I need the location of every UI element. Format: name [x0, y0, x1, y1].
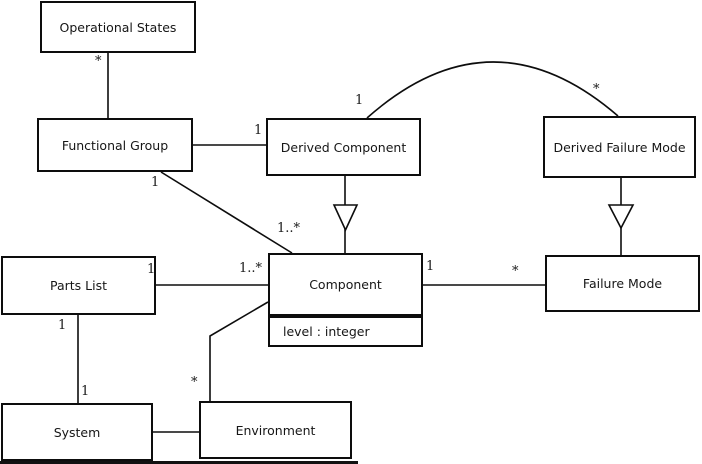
class-name-label: System	[53, 424, 101, 440]
class-name-label: Functional Group	[61, 137, 169, 153]
class-component[interactable]: Component	[268, 253, 423, 316]
multiplicity-comp-fm-tgt: *	[512, 264, 519, 279]
class-name-label: Environment	[235, 422, 316, 438]
generalization-triangle-icon	[332, 204, 359, 232]
multiplicity-pl-sys-src: 1	[58, 318, 67, 333]
class-derived-component[interactable]: Derived Component	[266, 118, 421, 176]
connector-functional-group-component[interactable]	[160, 171, 293, 254]
multiplicity-fg-comp-src: 1	[151, 175, 160, 190]
class-system[interactable]: System	[1, 403, 153, 461]
class-name-label: Component	[309, 277, 382, 292]
multiplicity-arc-dc: 1	[355, 93, 364, 108]
class-component-attributes[interactable]: level : integer	[268, 316, 423, 347]
class-environment[interactable]: Environment	[199, 401, 352, 459]
class-name-label: Parts List	[49, 278, 107, 293]
multiplicity-env-comp: *	[191, 375, 198, 390]
multiplicity-pl-comp-src: 1	[147, 262, 156, 277]
class-derived-failure-mode[interactable]: Derived Failure Mode	[543, 116, 696, 178]
class-name-label: Operational States	[59, 19, 177, 35]
class-failure-mode[interactable]: Failure Mode	[545, 255, 700, 312]
attribute-label: level : integer	[283, 324, 370, 339]
class-parts-list[interactable]: Parts List	[1, 256, 156, 315]
multiplicity-pl-comp-tgt: 1..*	[239, 261, 263, 276]
class-operational-states[interactable]: Operational States	[40, 1, 196, 53]
multiplicity-comp-fm-src: 1	[426, 259, 435, 274]
multiplicity-fg-dc: 1	[254, 123, 263, 138]
multiplicity-arc-dfm: *	[593, 82, 600, 97]
connector-arc-derived-component-derived-failure-mode[interactable]	[366, 61, 619, 119]
class-name-label: Derived Failure Mode	[553, 139, 686, 155]
generalization-triangle-icon	[607, 204, 635, 230]
connector-component-environment[interactable]	[209, 301, 269, 401]
multiplicity-os-fg: *	[95, 54, 102, 69]
class-name-label: Derived Component	[280, 139, 407, 155]
multiplicity-pl-sys-tgt: 1	[81, 384, 90, 399]
class-functional-group[interactable]: Functional Group	[37, 118, 193, 172]
bottom-edge-strip	[0, 461, 358, 464]
multiplicity-fg-comp-tgt: 1..*	[277, 221, 301, 236]
class-name-label: Failure Mode	[582, 276, 663, 291]
